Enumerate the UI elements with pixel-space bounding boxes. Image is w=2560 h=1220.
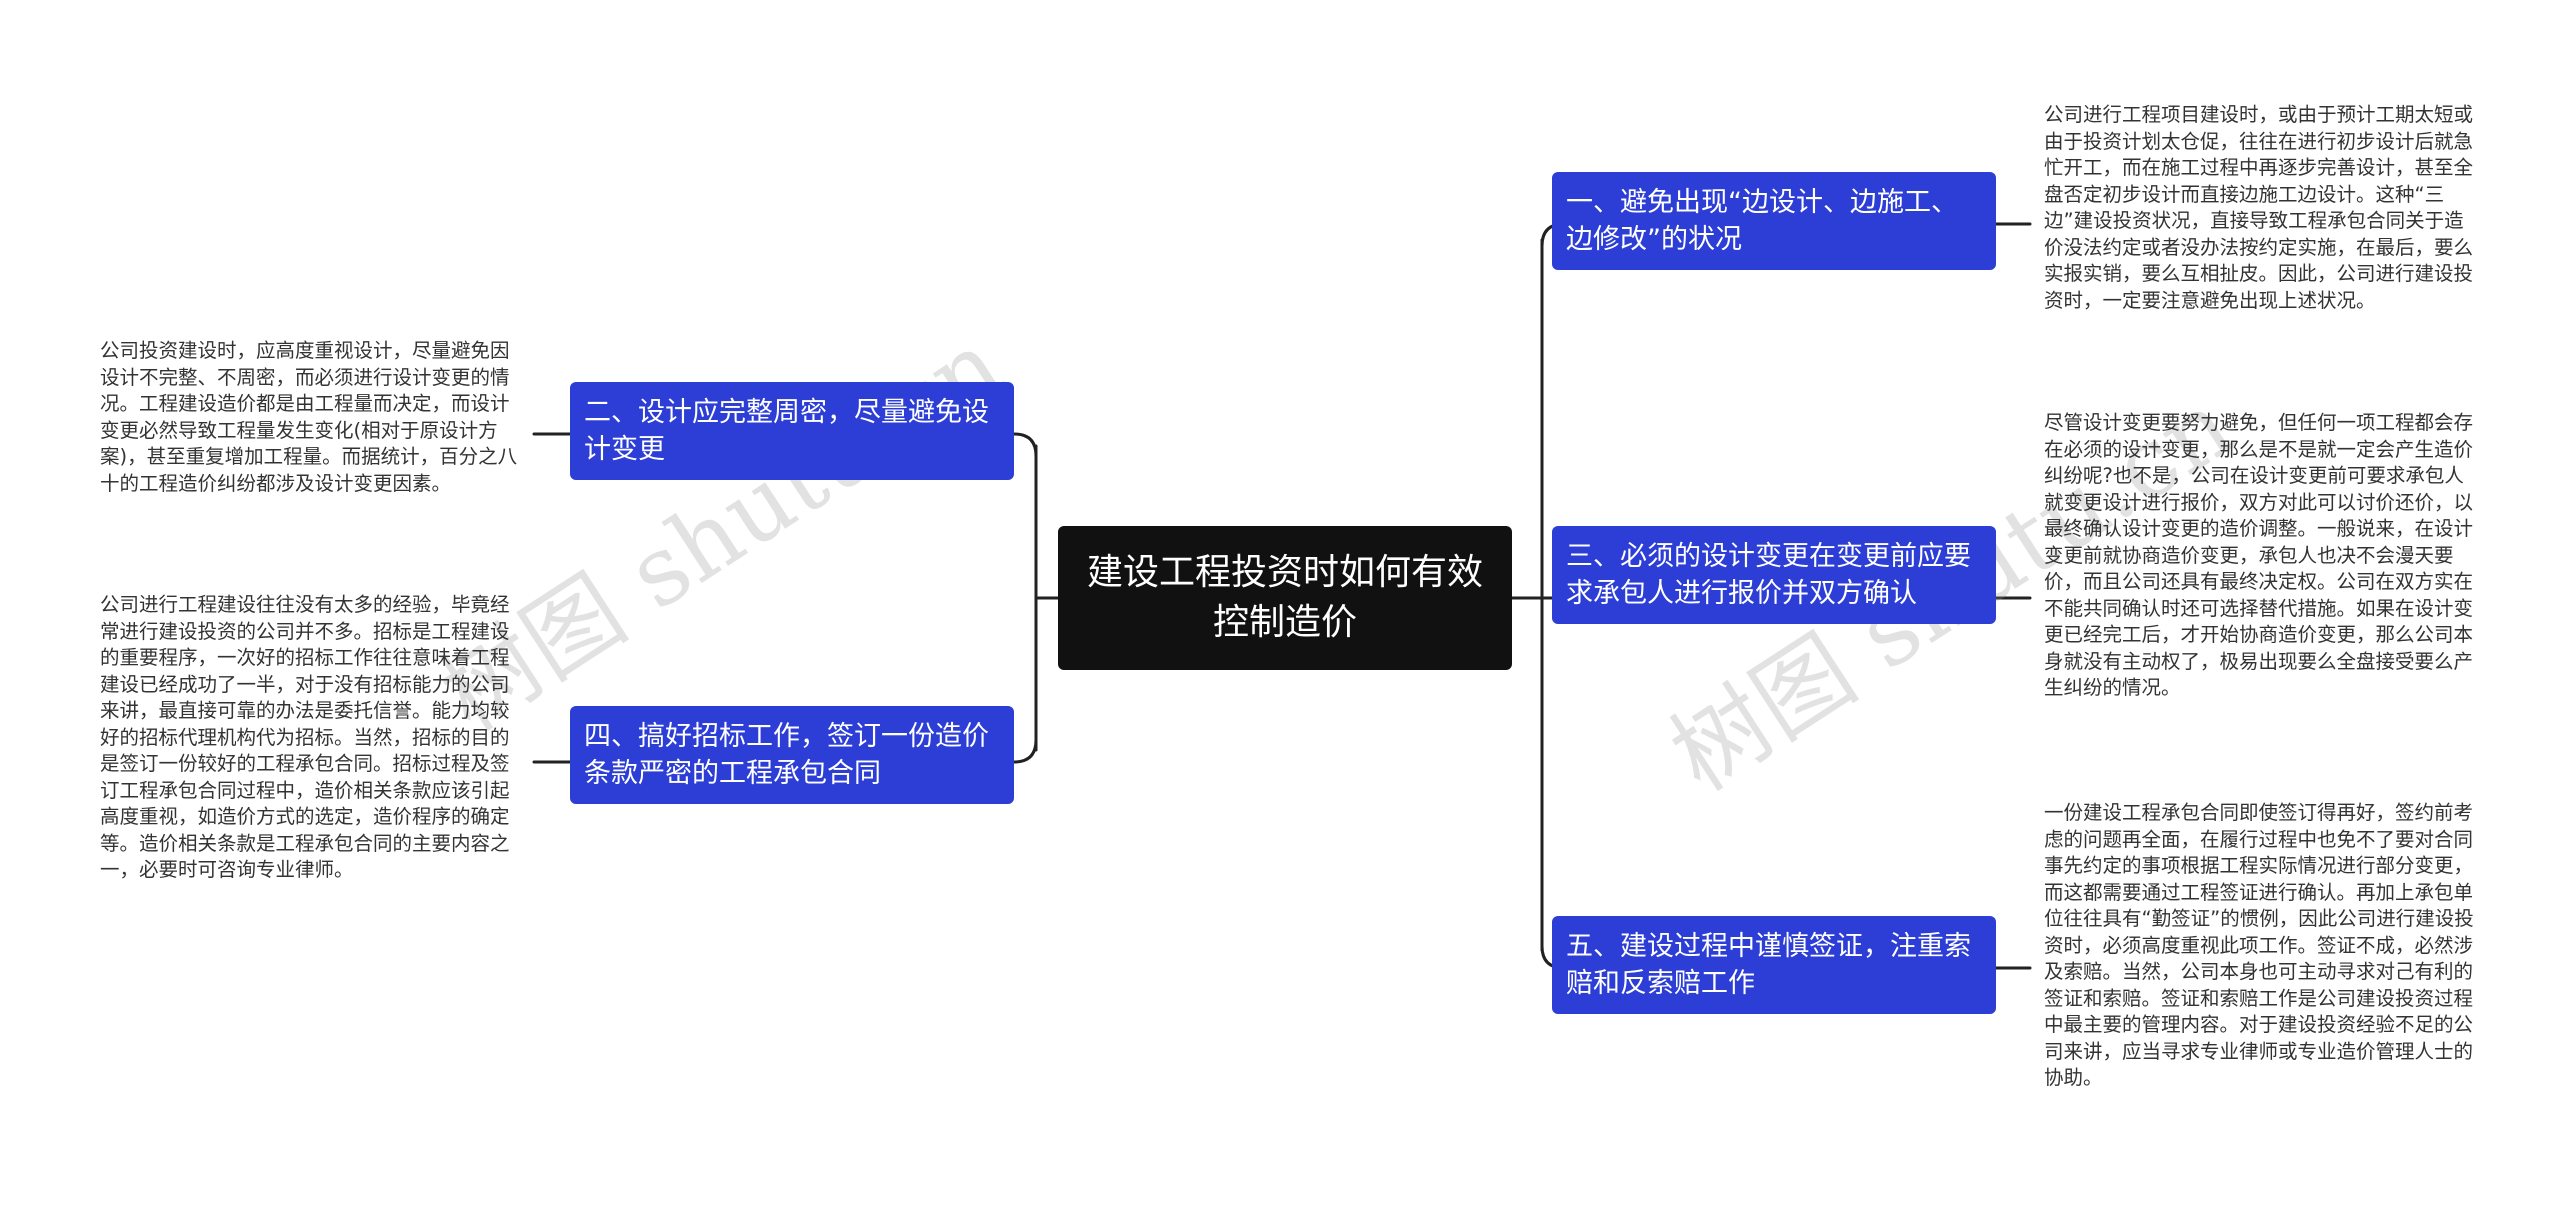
detail-text-5: 一份建设工程承包合同即使签订得再好，签约前考虑的问题再全面，在履行过程中也免不了… bbox=[2044, 801, 2474, 1089]
branch-topic-label: 四、搞好招标工作，签订一份造价条款严密的工程承包合同 bbox=[584, 721, 989, 789]
root-topic-title: 建设工程投资时如何有效控制造价 bbox=[1086, 552, 1483, 643]
branch-topic-2[interactable]: 二、设计应完整周密，尽量避免设计变更 bbox=[570, 382, 1014, 480]
branch-topic-1[interactable]: 一、避免出现“边设计、边施工、边修改”的状况 bbox=[1552, 172, 1996, 270]
connector-branch-2 bbox=[1012, 432, 1038, 458]
detail-text-2: 公司投资建设时，应高度重视设计，尽量避免因设计不完整、不周密，而必须进行设计变更… bbox=[100, 339, 518, 495]
branch-topic-4[interactable]: 四、搞好招标工作，签订一份造价条款严密的工程承包合同 bbox=[570, 706, 1014, 804]
connector-branch-4 bbox=[1012, 738, 1038, 764]
branch-topic-label: 一、避免出现“边设计、边施工、边修改”的状况 bbox=[1566, 187, 1958, 255]
branch-topic-5[interactable]: 五、建设过程中谨慎签证，注重索赔和反索赔工作 bbox=[1552, 916, 1996, 1014]
branch-topic-label: 五、建设过程中谨慎签证，注重索赔和反索赔工作 bbox=[1566, 931, 1971, 999]
branch-topic-label: 三、必须的设计变更在变更前应要求承包人进行报价并双方确认 bbox=[1566, 541, 1971, 609]
detail-text-3: 尽管设计变更要努力避免，但任何一项工程都会存在必须的设计变更，那么是不是就一定会… bbox=[2044, 411, 2474, 699]
branch-topic-3[interactable]: 三、必须的设计变更在变更前应要求承包人进行报价并双方确认 bbox=[1552, 526, 1996, 624]
detail-text-4: 公司进行工程建设往往没有太多的经验，毕竟经常进行建设投资的公司并不多。招标是工程… bbox=[100, 593, 510, 881]
detail-text-1: 公司进行工程项目建设时，或由于预计工期太短或由于投资计划太仓促，往往在进行初步设… bbox=[2044, 103, 2474, 312]
root-topic[interactable]: 建设工程投资时如何有效控制造价 bbox=[1058, 526, 1512, 670]
branch-topic-label: 二、设计应完整周密，尽量避免设计变更 bbox=[584, 397, 989, 465]
